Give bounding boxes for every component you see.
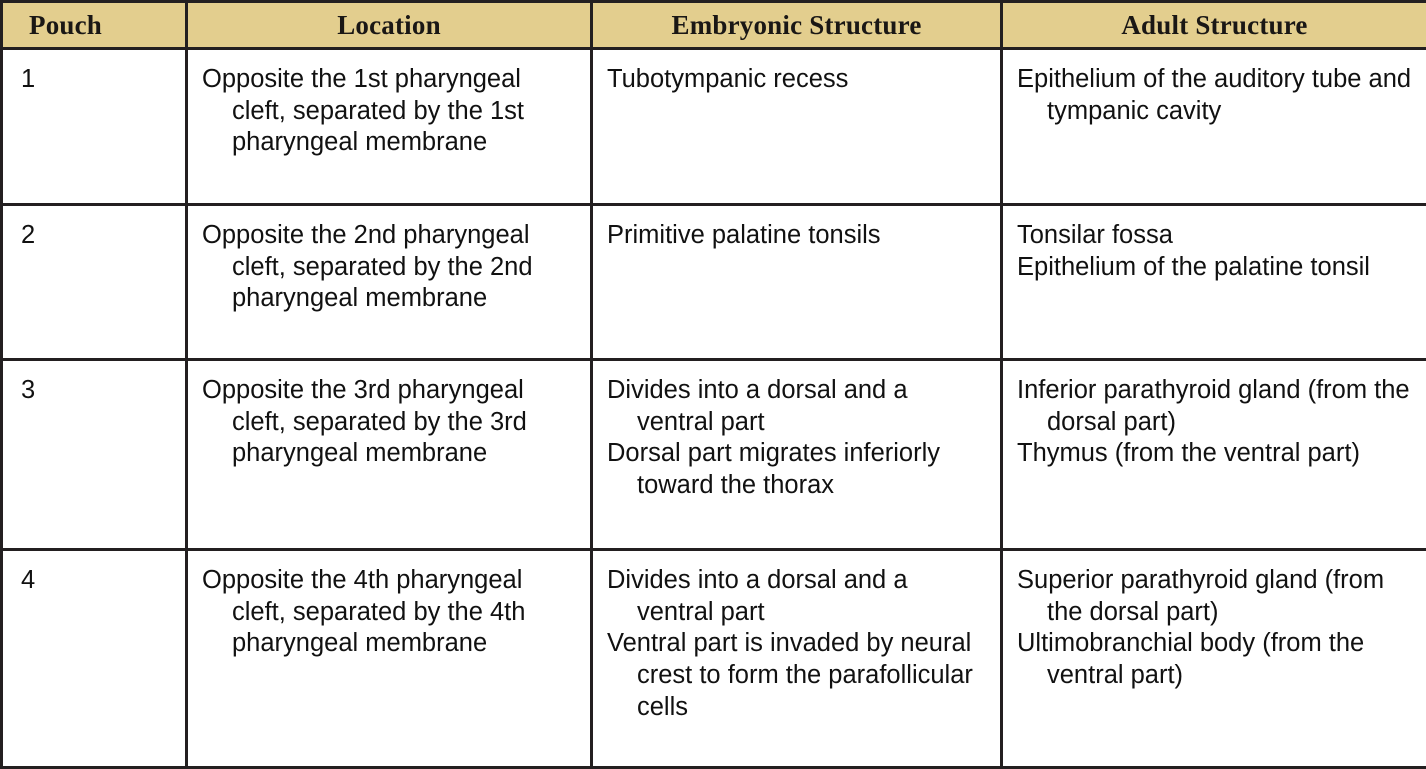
table-row: 4 Opposite the 4th pharyngeal cleft, sep… (2, 550, 1426, 768)
column-header-adult-structure: Adult Structure (1002, 2, 1426, 49)
cell-line: Epithelium of the palatine tonsil (1017, 252, 1412, 284)
cell-line: Opposite the 1st pharyngeal cleft, separ… (202, 64, 576, 159)
cell-line: Thymus (from the ventral part) (1017, 438, 1412, 470)
cell-adult-structure: Superior parathyroid gland (from the dor… (1002, 550, 1426, 768)
cell-embryonic-structure: Tubotympanic recess (592, 49, 1002, 205)
cell-adult-structure: Tonsilar fossa Epithelium of the palatin… (1002, 205, 1426, 360)
cell-pouch: 3 (2, 360, 187, 550)
cell-embryonic-structure: Divides into a dorsal and a ventral part… (592, 550, 1002, 768)
table-body: 1 Opposite the 1st pharyngeal cleft, sep… (2, 49, 1426, 768)
cell-pouch: 1 (2, 49, 187, 205)
cell-line: Epithelium of the auditory tube and tymp… (1017, 64, 1412, 127)
cell-line: Tubotympanic recess (607, 64, 986, 96)
cell-location: Opposite the 4th pharyngeal cleft, separ… (187, 550, 592, 768)
cell-line: Opposite the 4th pharyngeal cleft, separ… (202, 565, 576, 660)
column-header-location: Location (187, 2, 592, 49)
cell-line: Superior parathyroid gland (from the dor… (1017, 565, 1412, 628)
column-header-pouch: Pouch (2, 2, 187, 49)
cell-line: Divides into a dorsal and a ventral part (607, 375, 986, 438)
cell-location: Opposite the 3rd pharyngeal cleft, separ… (187, 360, 592, 550)
cell-line: Dorsal part migrates inferiorly toward t… (607, 438, 986, 501)
header-row: Pouch Location Embryonic Structure Adult… (2, 2, 1426, 49)
cell-line: Primitive palatine tonsils (607, 220, 986, 252)
cell-line: Tonsilar fossa (1017, 220, 1412, 252)
cell-embryonic-structure: Divides into a dorsal and a ventral part… (592, 360, 1002, 550)
cell-adult-structure: Inferior parathyroid gland (from the dor… (1002, 360, 1426, 550)
table-row: 3 Opposite the 3rd pharyngeal cleft, sep… (2, 360, 1426, 550)
cell-line: Ultimobranchial body (from the ventral p… (1017, 628, 1412, 691)
cell-line: Opposite the 3rd pharyngeal cleft, separ… (202, 375, 576, 470)
cell-embryonic-structure: Primitive palatine tonsils (592, 205, 1002, 360)
table-row: 1 Opposite the 1st pharyngeal cleft, sep… (2, 49, 1426, 205)
cell-line: Divides into a dorsal and a ventral part (607, 565, 986, 628)
cell-location: Opposite the 2nd pharyngeal cleft, separ… (187, 205, 592, 360)
cell-pouch: 2 (2, 205, 187, 360)
table-row: 2 Opposite the 2nd pharyngeal cleft, sep… (2, 205, 1426, 360)
cell-line: Inferior parathyroid gland (from the dor… (1017, 375, 1412, 438)
cell-location: Opposite the 1st pharyngeal cleft, separ… (187, 49, 592, 205)
cell-pouch: 4 (2, 550, 187, 768)
column-header-embryonic-structure: Embryonic Structure (592, 2, 1002, 49)
cell-adult-structure: Epithelium of the auditory tube and tymp… (1002, 49, 1426, 205)
cell-line: Ventral part is invaded by neural crest … (607, 628, 986, 723)
table-header: Pouch Location Embryonic Structure Adult… (2, 2, 1426, 49)
cell-line: Opposite the 2nd pharyngeal cleft, separ… (202, 220, 576, 315)
